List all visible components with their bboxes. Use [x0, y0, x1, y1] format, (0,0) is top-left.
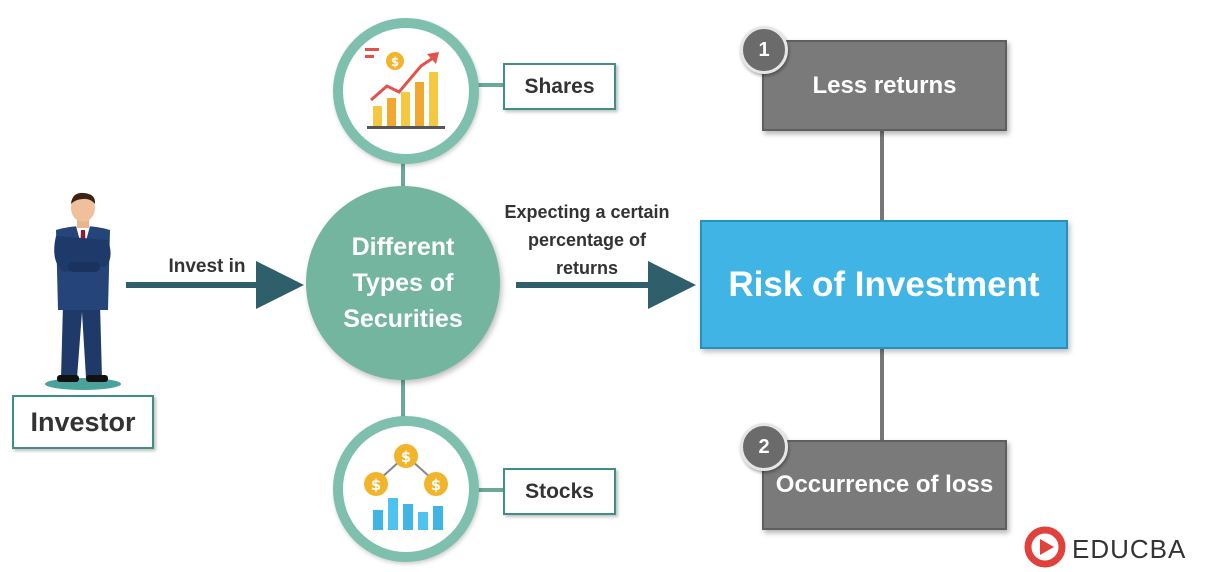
- shares-icon-circle: $: [333, 18, 479, 164]
- expecting-label: Expecting a certain percentage of return…: [487, 198, 687, 282]
- businessman-icon: [45, 192, 121, 390]
- less-returns-box: Less returns: [762, 40, 1007, 131]
- svg-text:$: $: [371, 476, 381, 494]
- expecting-line-1: Expecting a certain: [504, 202, 670, 222]
- hub-line-3: Securities: [343, 305, 463, 333]
- svg-text:$: $: [391, 55, 399, 69]
- svg-text:$: $: [431, 476, 441, 494]
- hub-line-1: Different: [351, 233, 455, 261]
- coins-bar-chart-icon: $ $ $: [364, 444, 448, 530]
- educba-logo: EDUCBA: [1024, 526, 1202, 568]
- expecting-line-2: percentage of: [527, 230, 647, 250]
- securities-hub: Different Types of Securities: [306, 186, 500, 380]
- number-badge-2: 2: [740, 423, 788, 471]
- svg-text:$: $: [401, 448, 411, 466]
- stocks-label: Stocks: [503, 468, 616, 515]
- invest-in-label: Invest in: [168, 256, 246, 277]
- hub-line-2: Types of: [352, 269, 454, 297]
- risk-of-investment-box: Risk of Investment: [700, 220, 1068, 349]
- growth-chart-icon: $: [365, 48, 445, 129]
- investor-label: Investor: [12, 395, 154, 449]
- expecting-line-3: returns: [555, 258, 618, 278]
- educba-logo-text: EDUCBA: [1072, 534, 1187, 564]
- educba-logo-icon: [1024, 526, 1066, 568]
- stocks-icon-circle: $ $ $: [333, 416, 479, 562]
- occurrence-of-loss-box: Occurrence of loss: [762, 440, 1007, 530]
- number-badge-1: 1: [740, 26, 788, 74]
- shares-label: Shares: [503, 63, 616, 110]
